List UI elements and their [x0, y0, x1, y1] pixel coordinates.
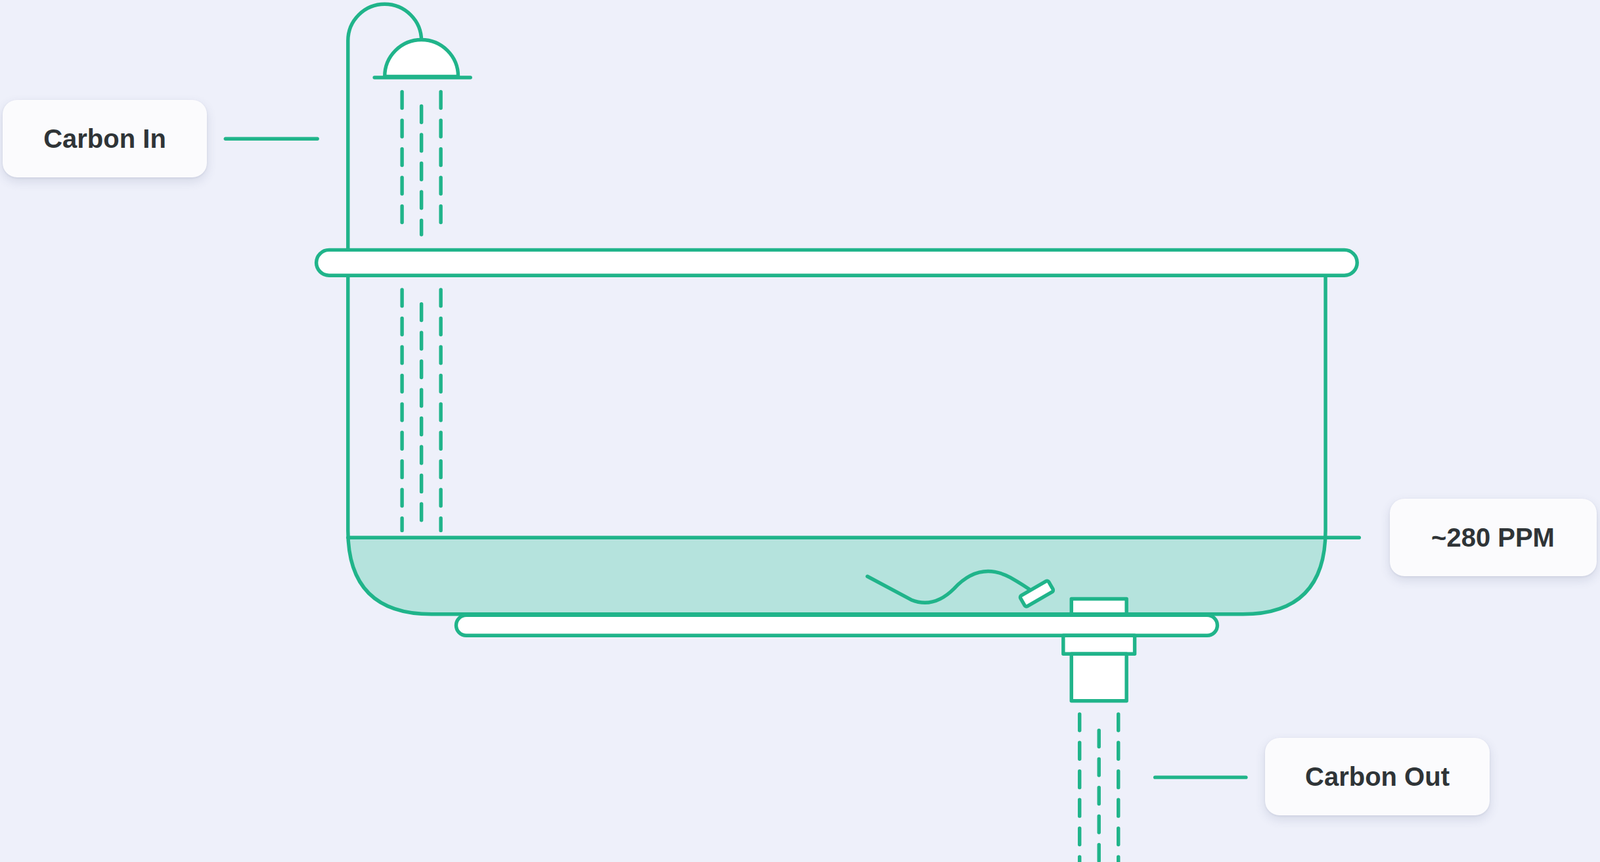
drain-pipe [1071, 653, 1127, 701]
callout-label: Carbon Out [1265, 737, 1490, 816]
callout-text: Carbon Out [1305, 761, 1450, 792]
shower-head-base [374, 75, 471, 79]
plug-chain [867, 571, 1034, 603]
inflow-stream [401, 91, 441, 531]
drain-flange [1063, 635, 1135, 654]
callout-label: Carbon In [2, 99, 207, 178]
callout-text: Carbon In [43, 124, 167, 154]
water-level-line [348, 535, 1360, 540]
shower-head [384, 40, 459, 77]
tub-body [348, 275, 1326, 614]
water [348, 537, 1326, 614]
callout-text: ~280 PPM [1431, 522, 1555, 553]
tub-base [455, 614, 1218, 636]
plug [1019, 579, 1054, 607]
callout-label: ~280 PPM [1389, 498, 1597, 577]
leader-line [225, 136, 318, 140]
outflow-stream [1079, 713, 1119, 862]
leader-line [1155, 775, 1246, 779]
tub-rim [316, 249, 1358, 276]
drain-cap [1071, 598, 1127, 614]
